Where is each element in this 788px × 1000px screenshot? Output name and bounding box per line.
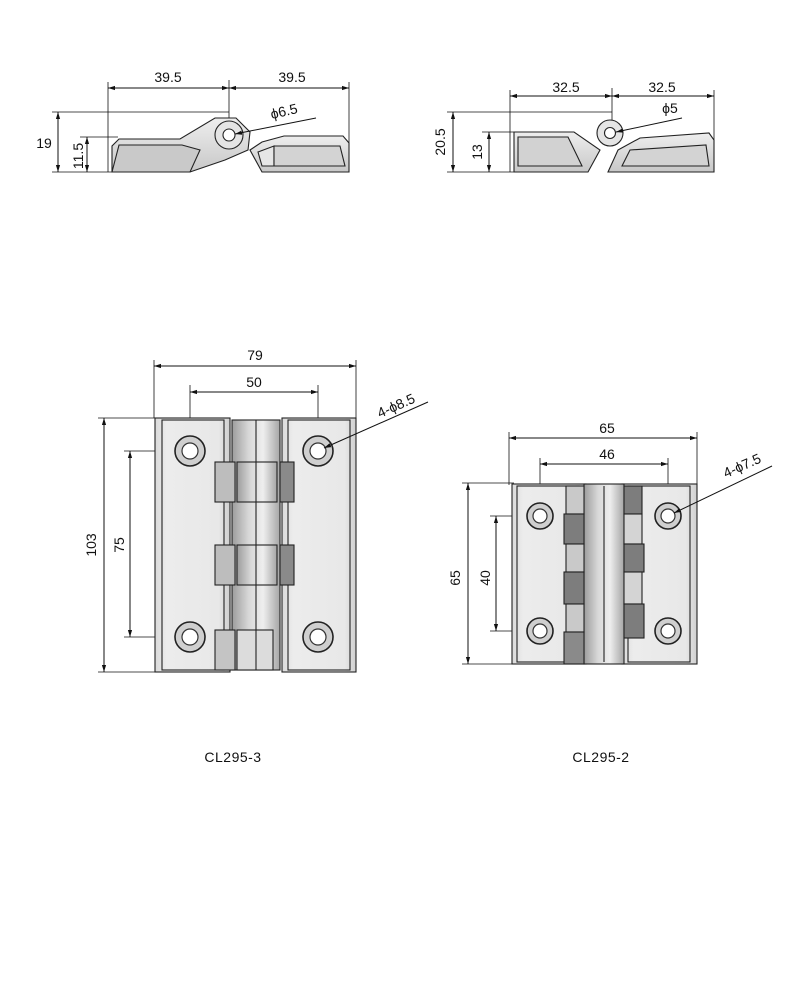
cl295-3-front-overall-height: 103	[83, 533, 99, 557]
cl295-3-side-width-right: 39.5	[278, 69, 305, 85]
mounting-hole-bore	[660, 508, 676, 524]
cl295-2-side-width-left: 32.5	[552, 79, 579, 95]
mounting-hole-bore	[309, 628, 327, 646]
cl295-2-front-hole-spacing-vertical: 40	[477, 570, 493, 586]
cl295-3-side-width-left: 39.5	[154, 69, 181, 85]
cl295-2-side-overall-height: 20.5	[432, 128, 448, 155]
mounting-hole-bore	[660, 623, 676, 639]
cl295-3-side-leaf-height: 11.5	[70, 143, 86, 169]
mounting-hole-bore	[181, 442, 199, 460]
mounting-hole-bore	[532, 508, 548, 524]
cl295-3-front-overall-width: 79	[247, 347, 263, 363]
cl295-3-model-caption: CL295-3	[204, 749, 261, 765]
cl295-3-side-pin-diameter: ϕ6.5	[269, 100, 299, 122]
cl295-3-side-overall-height: 19	[36, 135, 52, 151]
mounting-hole-bore	[181, 628, 199, 646]
cl295-2-front-hole-spacing-horizontal: 46	[599, 446, 615, 462]
cl295-2-front-overall-height: 65	[447, 570, 463, 586]
cl295-2-front-mounting-holes: 4-ϕ7.5	[721, 450, 764, 481]
cl295-2-side-pin-diameter: ϕ5	[662, 100, 678, 116]
cl295-2-mounting-holes	[526, 465, 773, 645]
mounting-hole-bore	[309, 442, 327, 460]
cl295-3-front-hole-spacing-horizontal: 50	[246, 374, 262, 390]
cl295-2-model-caption: CL295-2	[572, 749, 629, 765]
cl295-2-front-overall-width: 65	[599, 420, 615, 436]
cl295-3-side-view	[52, 80, 350, 173]
cl295-2-side-leaf-height: 13	[469, 144, 485, 160]
cl295-2-side-width-right: 32.5	[648, 79, 675, 95]
cl295-3-mounting-holes	[174, 401, 429, 653]
mounting-hole-bore	[532, 623, 548, 639]
cl295-3-front-hole-spacing-vertical: 75	[111, 537, 127, 553]
cl295-2-side-view	[447, 88, 715, 173]
